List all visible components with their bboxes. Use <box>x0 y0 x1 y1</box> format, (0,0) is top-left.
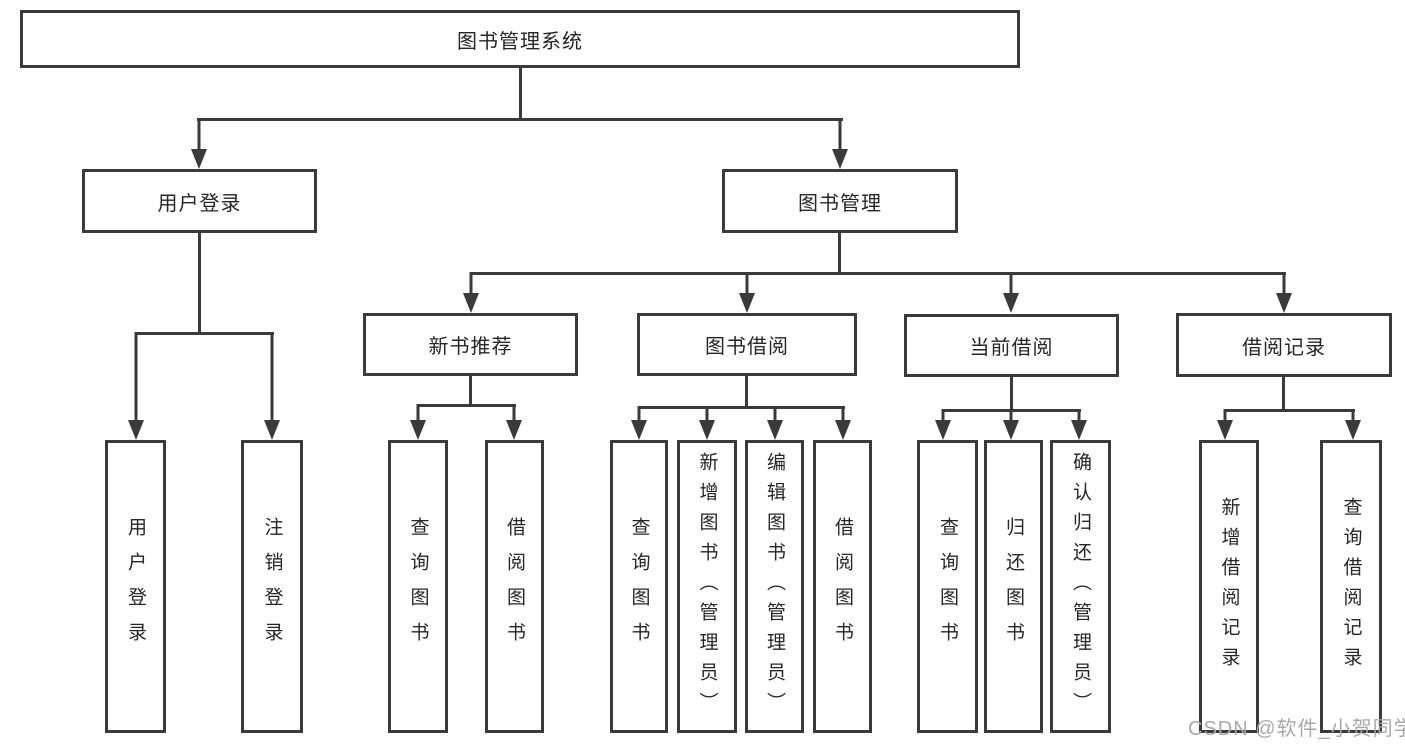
connector-current-borrow-stem <box>1010 375 1013 412</box>
leaf-query-books-2: 查询图书 <box>610 440 668 733</box>
connector-arrow-book-borrow <box>739 272 755 313</box>
connector-level3-branch <box>470 272 1286 275</box>
connector-arrow-borrow-records <box>1276 272 1292 313</box>
leaf-confirm-return-admin: 确认归还（管理员） <box>1050 440 1111 733</box>
connector-user-login-branch <box>135 332 274 335</box>
leaf-edit-book-admin: 编辑图书（管理员） <box>745 440 804 733</box>
connector-arrow-query-record <box>1345 409 1361 440</box>
node-user-login: 用户登录 <box>82 169 317 233</box>
leaf-user-login: 用户登录 <box>105 440 166 733</box>
connector-arrow-borrow-books-1 <box>506 404 522 440</box>
node-book-management: 图书管理 <box>722 169 958 233</box>
connector-arrow-borrow-books-2 <box>835 406 851 440</box>
leaf-logout: 注销登录 <box>241 440 303 733</box>
leaf-borrow-books-2: 借阅图书 <box>813 440 872 733</box>
connector-book-borrow-stem <box>745 374 748 409</box>
connector-level2-branch <box>197 118 843 121</box>
connector-arrow-query-books-2 <box>631 406 647 440</box>
connector-new-book-stem <box>469 374 472 407</box>
connector-arrow-add-record <box>1217 409 1233 440</box>
watermark: CSDN @软件_小贺同学 <box>1188 718 1405 740</box>
connector-arrow-current-borrow <box>1003 272 1019 313</box>
connector-arrow-confirm-return <box>1071 409 1087 440</box>
connector-book-management-stem <box>838 232 841 275</box>
connector-borrow-records-branch <box>1224 409 1355 412</box>
node-current-borrow: 当前借阅 <box>904 314 1119 377</box>
connector-arrow-book-management <box>832 118 848 169</box>
leaf-return-books: 归还图书 <box>984 440 1043 733</box>
connector-borrow-records-stem <box>1282 375 1285 412</box>
connector-root-stem <box>519 67 522 121</box>
leaf-query-books-1: 查询图书 <box>388 440 448 733</box>
leaf-add-borrow-record: 新增借阅记录 <box>1199 440 1259 733</box>
node-new-book-recommend: 新书推荐 <box>363 313 578 376</box>
node-book-borrow: 图书借阅 <box>637 313 857 376</box>
leaf-query-borrow-record: 查询借阅记录 <box>1320 440 1382 733</box>
connector-arrow-leaf-logout <box>264 332 280 440</box>
connector-arrow-query-books-1 <box>410 404 426 440</box>
connector-new-book-branch <box>417 404 516 407</box>
connector-arrow-new-book <box>463 272 479 313</box>
connector-arrow-query-books-3 <box>935 409 951 440</box>
node-borrow-records: 借阅记录 <box>1176 313 1392 377</box>
leaf-query-books-3: 查询图书 <box>917 440 978 733</box>
connector-arrow-add-book <box>699 406 715 440</box>
connector-arrow-edit-book <box>767 406 783 440</box>
leaf-borrow-books-1: 借阅图书 <box>485 440 544 733</box>
connector-arrow-user-login <box>191 118 207 169</box>
leaf-add-book-admin: 新增图书（管理员） <box>677 440 737 733</box>
connector-arrow-leaf-user-login <box>128 332 144 440</box>
connector-user-login-stem <box>198 232 201 335</box>
connector-book-borrow-branch <box>638 406 845 409</box>
node-library-management-system: 图书管理系统 <box>20 10 1020 68</box>
connector-arrow-return-books <box>1003 409 1019 440</box>
